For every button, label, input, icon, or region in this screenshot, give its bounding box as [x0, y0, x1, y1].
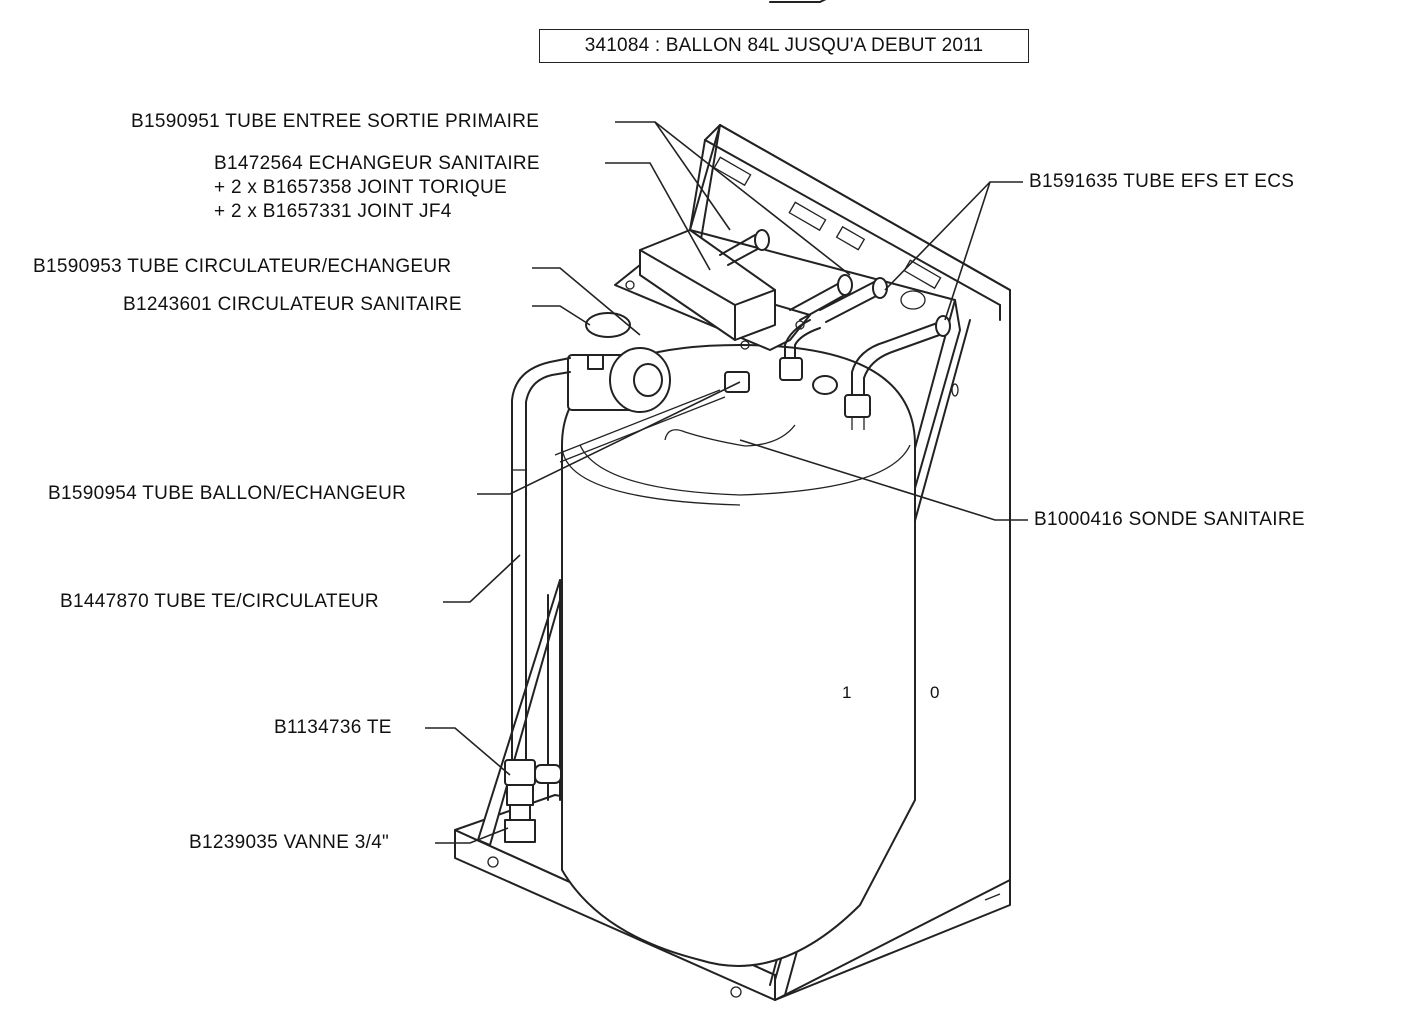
label-tube-circulateur-echangeur: B1590953 TUBE CIRCULATEUR/ECHANGEUR: [33, 256, 452, 277]
valve: [504, 784, 536, 843]
tank: [561, 344, 916, 967]
label-joint-torique: + 2 x B1657358 JOINT TORIQUE: [214, 177, 508, 198]
left-frame: [477, 579, 561, 846]
label-tube-ballon-echangeur: B1590954 TUBE BALLON/ECHANGEUR: [48, 483, 407, 504]
label-circulateur-sanitaire: B1243601 CIRCULATEUR SANITAIRE: [123, 294, 462, 315]
tube-te-circulateur: [511, 357, 571, 761]
circulator-pump: [567, 312, 671, 413]
label-tube-primaire: B1590951 TUBE ENTREE SORTIE PRIMAIRE: [131, 111, 540, 132]
leader-lines: [425, 121, 1028, 844]
drawing-title: 341084 : BALLON 84L JUSQU'A DEBUT 2011: [539, 29, 1029, 63]
switch-mark-off: 0: [930, 683, 940, 702]
switch-mark-on: 1: [842, 683, 852, 702]
top-edge-mark: [769, 0, 827, 3]
label-joint-jf4: + 2 x B1657331 JOINT JF4: [214, 201, 452, 222]
label-vanne: B1239035 VANNE 3/4": [189, 832, 390, 853]
tee-fitting: [504, 759, 562, 786]
label-sonde-sanitaire: B1000416 SONDE SANITAIRE: [1034, 509, 1305, 530]
efs-ecs-tubes: [724, 315, 951, 430]
label-tube-efs-ecs: B1591635 TUBE EFS ET ECS: [1029, 171, 1295, 192]
label-tube-te-circulateur: B1447870 TUBE TE/CIRCULATEUR: [60, 591, 379, 612]
primary-tubes: [719, 229, 888, 323]
label-echangeur-sanitaire: B1472564 ECHANGEUR SANITAIRE: [214, 153, 540, 174]
heat-exchanger: [614, 229, 811, 351]
label-te: B1134736 TE: [274, 717, 392, 738]
